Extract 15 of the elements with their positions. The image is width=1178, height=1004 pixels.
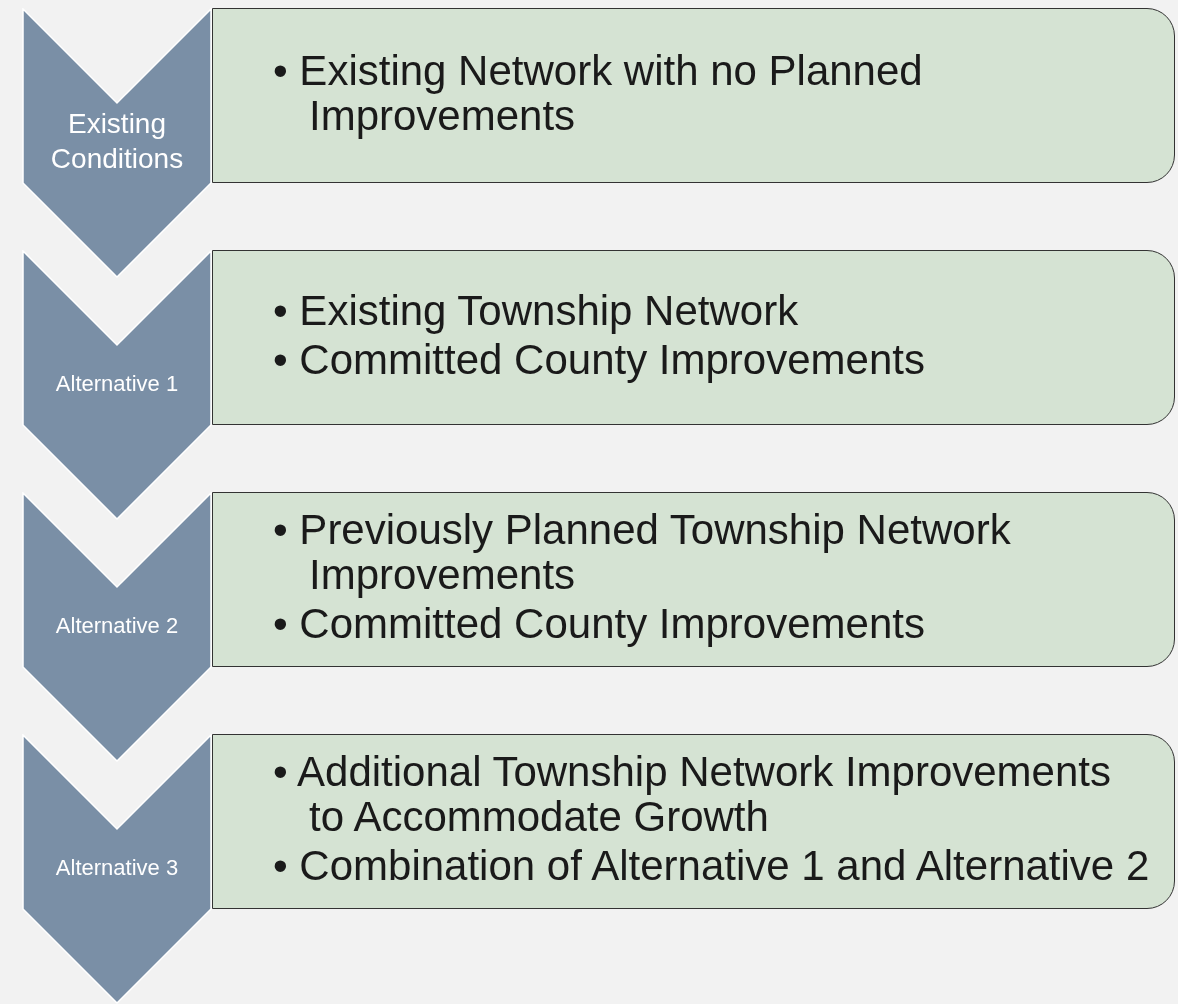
content-panel (212, 8, 1175, 183)
content-panel (212, 492, 1175, 667)
bullet-item: • Committed County Improvements (273, 601, 926, 647)
step-label: Alternative 1 (55, 370, 179, 398)
step-label: Alternative 3 (55, 854, 179, 882)
bullet-item: • Previously Planned Township Network Improvements (273, 508, 1012, 598)
bullet-item: • Additional Township Network Improvements to Accommodate Growth (273, 750, 1112, 840)
content-panel (212, 734, 1175, 909)
bullet-item: • Existing Township Network (273, 288, 800, 334)
step-label: Alternative 2 (55, 612, 179, 640)
step-label: Existing Conditions (49, 107, 185, 176)
bullet-item: • Combination of Alternative 1 and Alternative 2 (273, 843, 1151, 889)
bullet-item: • Committed County Improvements (273, 337, 926, 383)
content-panel (212, 250, 1175, 425)
bullet-item: • Existing Network with no Planned Improvements (273, 48, 924, 139)
